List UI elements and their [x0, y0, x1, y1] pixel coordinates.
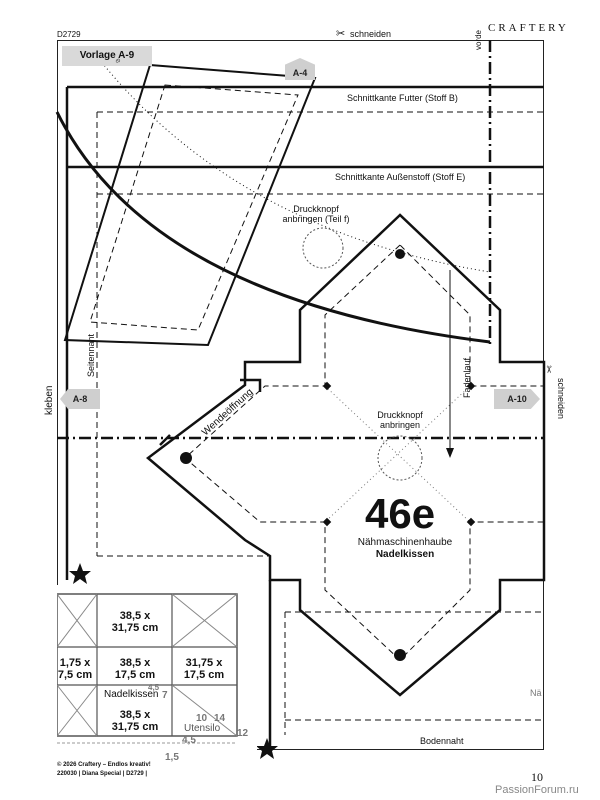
dim-14: 14 — [214, 713, 226, 724]
brand-logo: CRAFTERY — [488, 22, 569, 34]
snap-circle-center — [377, 435, 423, 481]
inset-cell-mid-right: 31,75 x 17,5 cm — [183, 657, 225, 681]
tag-left: A-8 — [60, 389, 100, 409]
inset-label-nadelkissen: Nadelkissen — [104, 689, 159, 700]
inset-cell-bottom: 38,5 x 31,75 cm — [111, 709, 159, 733]
bottom-seam-label: Bodennaht — [420, 736, 464, 746]
outer-edge-label: Schnittkante Außenstoff (Stoff E) — [335, 172, 466, 182]
snap-center-label: Druckknopf anbringen — [377, 410, 423, 430]
issue-line: 220030 | Diana Special | D2729 | — [57, 771, 148, 777]
copyright: © 2026 Craftery – Endlos kreativ! — [57, 762, 151, 768]
marker-diamond — [322, 381, 332, 391]
marker-diamond — [466, 517, 476, 527]
snap-circle-top — [302, 227, 344, 269]
opening-mark — [240, 378, 262, 392]
inset-cell-top: 38,5 x 31,75 cm — [111, 610, 159, 634]
opening-mark — [159, 434, 171, 446]
cut-piece-label: Nä — [530, 688, 542, 698]
dim-1-5: 1,5 — [165, 752, 179, 763]
glue-label: kleben — [44, 385, 55, 415]
main-piece-outline — [145, 213, 546, 697]
arc-line — [55, 111, 491, 344]
scissors-icon-right: ✂ — [542, 365, 554, 374]
cutting-layout-inset — [57, 585, 257, 750]
piece-name: Nähmaschinenhaube — [357, 537, 453, 548]
side-seam-label: Seitennaht — [86, 333, 96, 377]
template-label: Vorlage A-9 — [62, 46, 152, 66]
dim-4-5-b: 4,5 — [182, 735, 196, 746]
grain-label: Fadenlauf — [462, 357, 472, 398]
marker-dot — [180, 452, 192, 464]
dim-10: 10 — [196, 713, 208, 724]
watermark: PassionForum.ru — [495, 784, 579, 796]
snap-piece — [63, 63, 317, 347]
star-icon — [69, 563, 91, 584]
piece-subname: Nadelkissen — [375, 549, 435, 560]
inset-label-utensilo: Utensilo — [184, 723, 221, 734]
marker-diamond — [466, 381, 476, 391]
lining-edge-label: Schnittkante Futter (Stoff B) — [347, 93, 458, 103]
page-number: 10 — [531, 770, 543, 784]
right-cut-label: schneiden — [556, 378, 566, 420]
dim-7: 7 — [162, 690, 168, 701]
inset-cell-center: 38,5 x 17,5 cm — [114, 657, 156, 681]
grain-arrow-icon — [446, 448, 454, 458]
marker-dot — [395, 249, 405, 259]
scissors-icon: ✂ — [336, 28, 346, 40]
inset-cell-mid-left: 1,75 x 7,5 cm — [57, 657, 93, 681]
fold-label: vorde — [474, 29, 483, 50]
piece-number: 46e — [365, 490, 436, 537]
dim-4-5: 4,5 — [148, 683, 160, 692]
star-icon — [256, 738, 278, 759]
main-piece-seam — [184, 244, 545, 661]
dim-12: 12 — [237, 728, 249, 739]
arc-dotted — [91, 49, 491, 273]
marker-dot — [394, 649, 406, 661]
doc-code: D2729 — [57, 30, 81, 39]
snap-top-label: Druckknopf anbringen (Teil f) — [282, 204, 350, 224]
cut-label: schneiden — [350, 29, 392, 39]
tag-top: A-4 — [285, 58, 315, 80]
marker-diamond — [322, 517, 332, 527]
tag-right: A-10 — [494, 389, 540, 409]
snap-piece-seam — [89, 84, 299, 331]
